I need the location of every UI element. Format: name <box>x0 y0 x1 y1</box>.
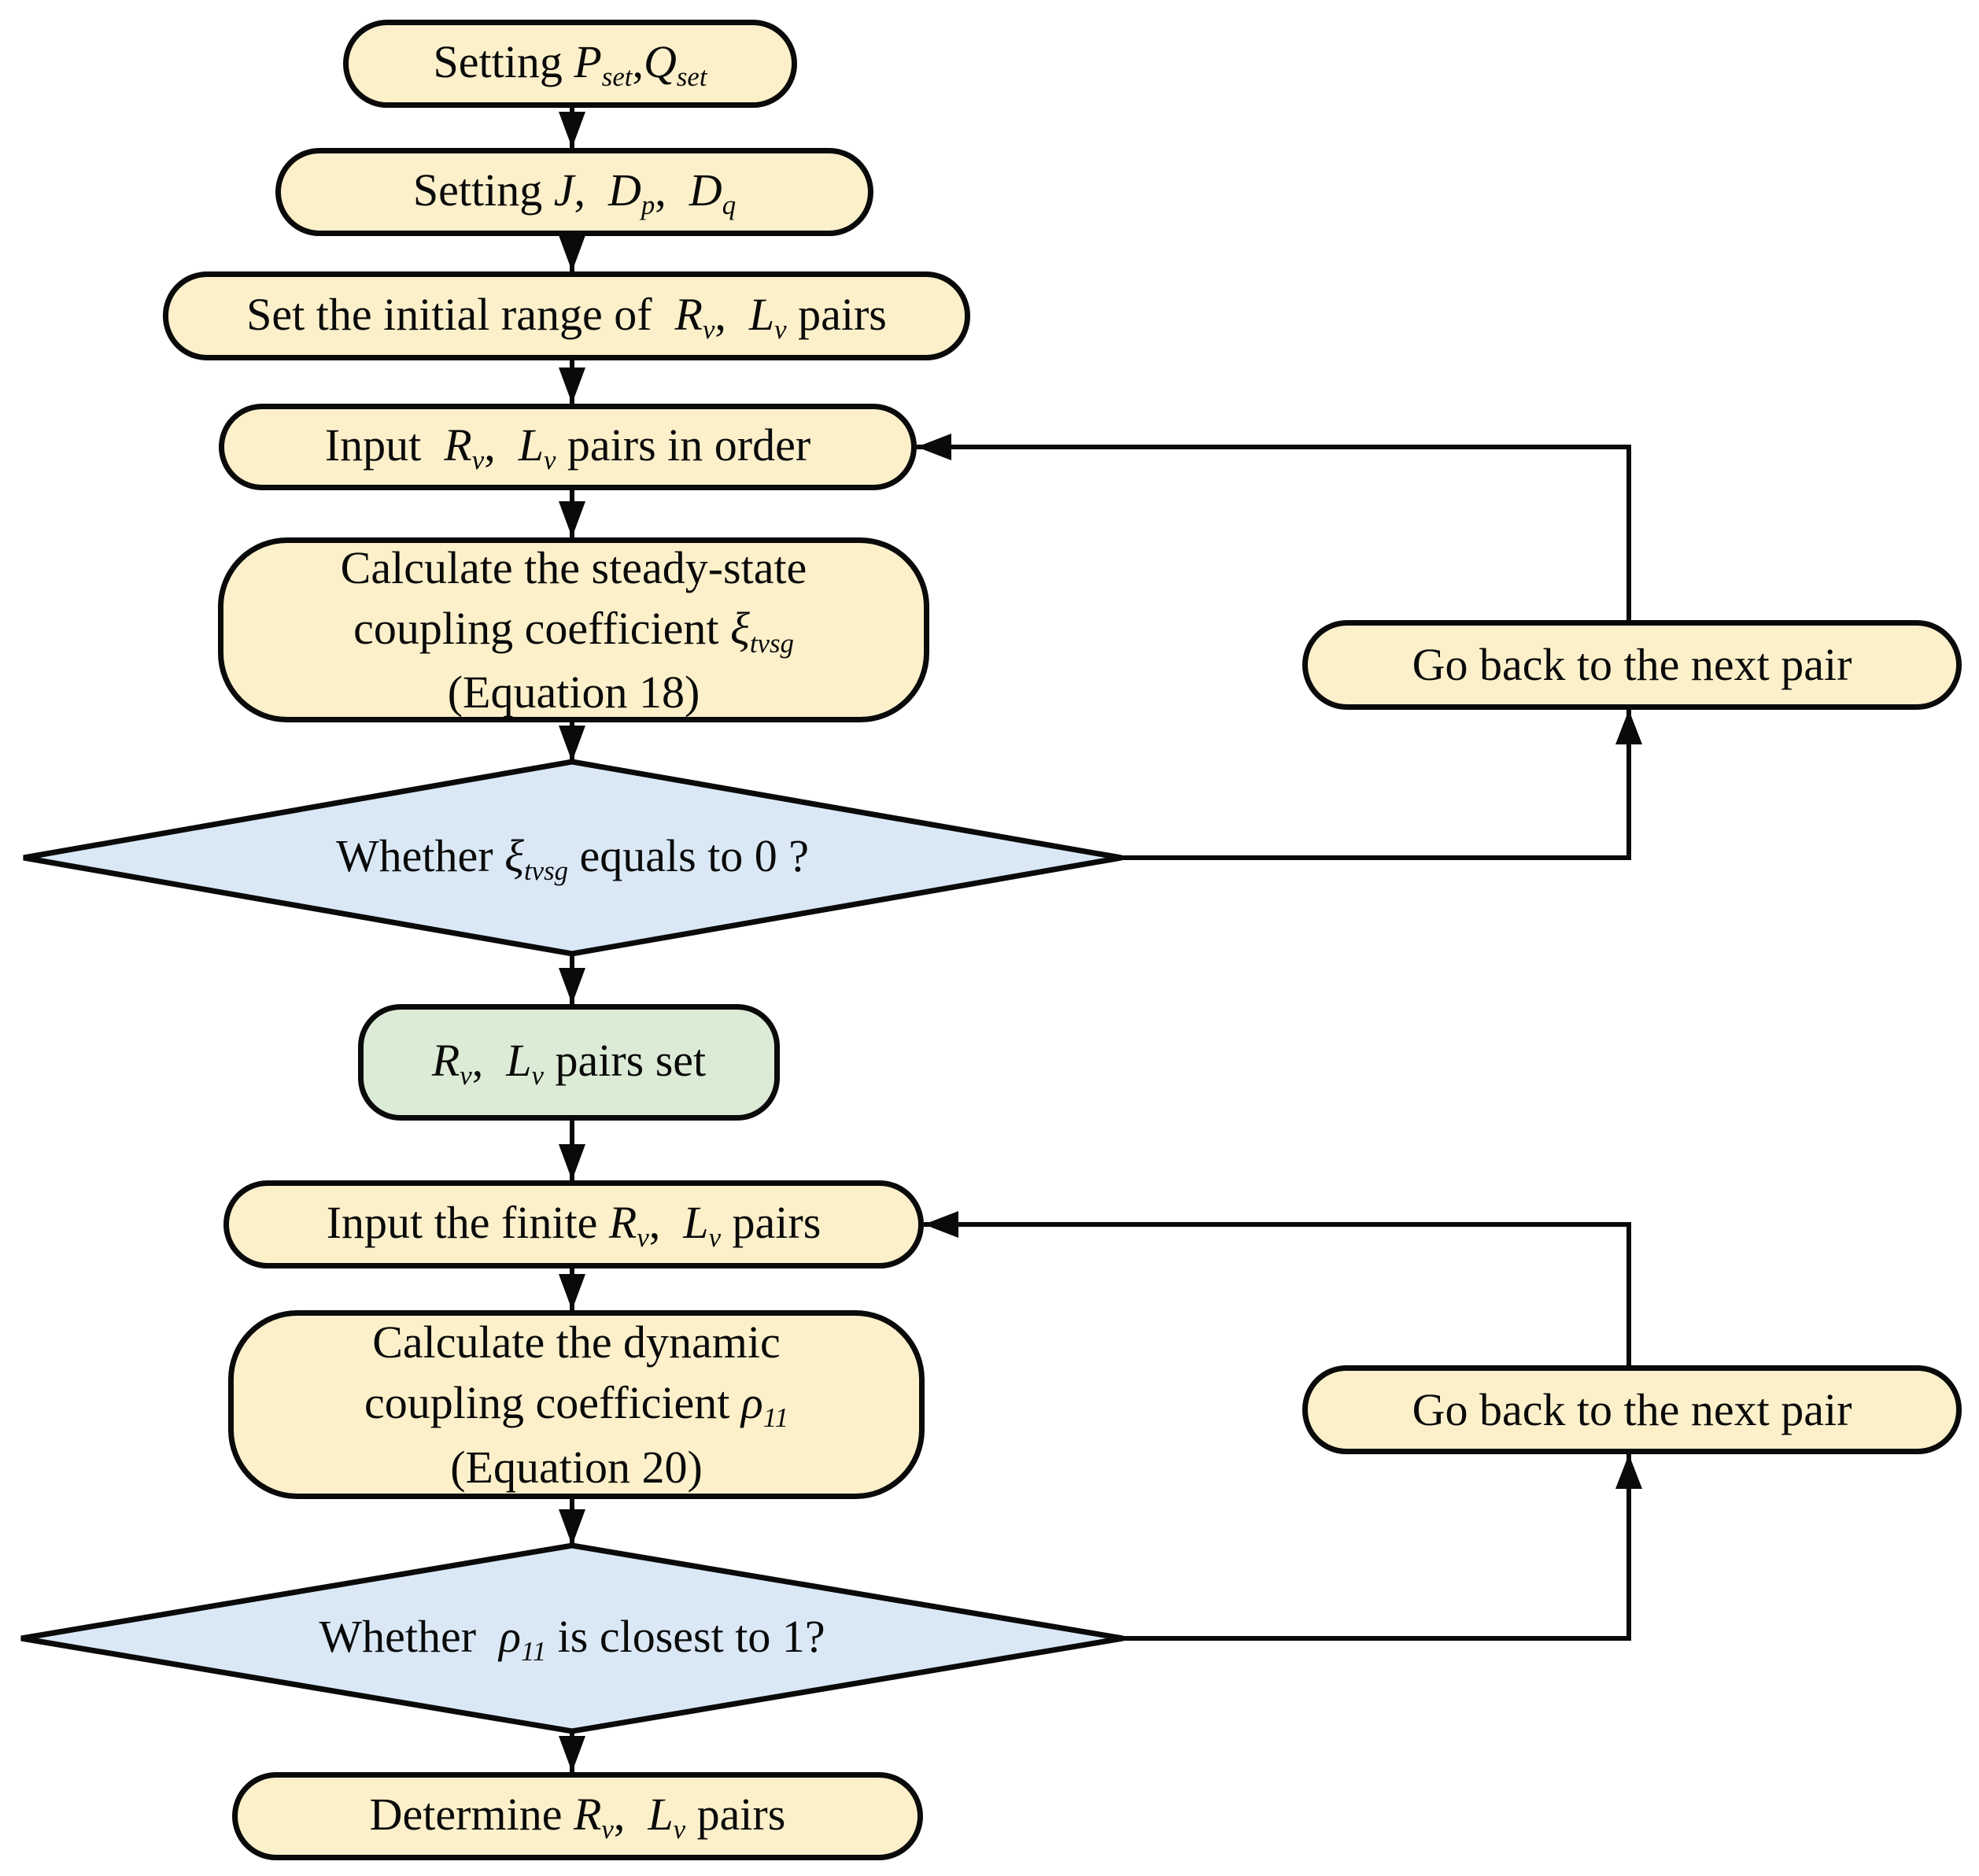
arrowhead-pairsset-to-inputfinite <box>559 1144 585 1180</box>
node-input-pairs-in-order: Input Rv, Lv pairs in order <box>219 404 917 490</box>
arrowhead-setj-to-range <box>559 235 585 271</box>
node-setting-pq: Setting Pset,Qset <box>343 20 797 108</box>
connector-goback2-to-inputfinite <box>924 1222 1631 1365</box>
calc-dynamic-line-3: (Equation 20) <box>450 1441 703 1493</box>
node-setting-j-dp-dq-label: Setting J, Dp, Dq <box>412 164 737 221</box>
arrowhead-inputfinite-to-calcdyn <box>559 1274 585 1310</box>
arrowhead-calcss-to-diamond1 <box>559 726 585 762</box>
arrowhead-into-goback1 <box>1615 710 1642 744</box>
node-go-back-1-label: Go back to the next pair <box>1412 639 1852 691</box>
node-setting-j-dp-dq: Setting J, Dp, Dq <box>275 148 873 236</box>
diamond-steady-state-label: Whether ξtvsg equals to 0 ? <box>335 830 810 887</box>
diamond-steady-state-label-box: Whether ξtvsg equals to 0 ? <box>24 762 1121 954</box>
node-pairs-set-label: Rv, Lv pairs set <box>431 1035 707 1091</box>
calc-steady-line-3: (Equation 18) <box>447 667 700 718</box>
node-input-finite-pairs-label: Input the finite Rv, Lv pairs <box>326 1197 822 1254</box>
node-determine-pairs: Determine Rv, Lv pairs <box>232 1772 923 1860</box>
node-determine-pairs-label: Determine Rv, Lv pairs <box>369 1789 786 1845</box>
arrowhead-into-input-pairs <box>917 434 951 460</box>
node-set-initial-range: Set the initial range of Rv, Lv pairs <box>163 271 970 360</box>
calc-steady-line-2: coupling coefficient ξtvsg <box>353 602 794 659</box>
arrowhead-into-goback2 <box>1615 1454 1642 1489</box>
arrowhead-setpq-to-setj <box>559 112 585 148</box>
calc-dynamic-line-1: Calculate the dynamic <box>372 1317 781 1368</box>
node-pairs-set: Rv, Lv pairs set <box>358 1004 780 1121</box>
arrowhead-diamond1-to-pairsset <box>559 968 585 1004</box>
diamond-dynamic-label-box: Whether ρ11 is closest to 1? <box>21 1545 1123 1731</box>
calc-steady-line-1: Calculate the steady-state <box>340 541 807 593</box>
node-input-finite-pairs: Input the finite Rv, Lv pairs <box>223 1180 924 1269</box>
node-calc-steady-state: Calculate the steady-state coupling coef… <box>218 537 929 722</box>
connector-diamond1-to-goback1 <box>1117 710 1631 860</box>
calc-dynamic-line-2: coupling coefficient ρ11 <box>364 1377 788 1434</box>
node-calc-dynamic: Calculate the dynamic coupling coefficie… <box>228 1310 925 1499</box>
node-go-back-2-label: Go back to the next pair <box>1412 1383 1852 1435</box>
arrowhead-into-input-finite <box>924 1211 958 1238</box>
connector-diamond2-to-goback2 <box>1119 1454 1631 1641</box>
arrowhead-input-to-calcss <box>559 501 585 537</box>
connector-goback1-to-input <box>917 445 1631 620</box>
node-setting-pq-label: Setting Pset,Qset <box>433 36 707 93</box>
node-set-initial-range-label: Set the initial range of Rv, Lv pairs <box>246 288 887 345</box>
diamond-dynamic-label: Whether ρ11 is closest to 1? <box>319 1611 825 1667</box>
arrowhead-range-to-input <box>559 367 585 404</box>
node-input-pairs-in-order-label: Input Rv, Lv pairs in order <box>324 419 811 476</box>
node-go-back-1: Go back to the next pair <box>1302 620 1962 710</box>
node-go-back-2: Go back to the next pair <box>1302 1365 1962 1454</box>
arrowhead-calcdyn-to-diamond2 <box>559 1509 585 1545</box>
arrowhead-diamond2-to-determine <box>559 1736 585 1772</box>
